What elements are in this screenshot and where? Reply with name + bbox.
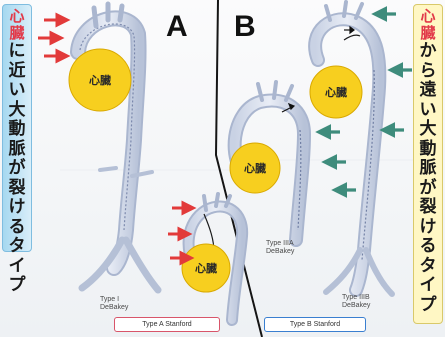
banner-right-char: 脈: [420, 159, 437, 179]
heart-label-a-small: 心臓: [195, 261, 217, 275]
banner-right-highlight-char: 臓: [420, 25, 435, 42]
aorta-type-iiib: [315, 2, 392, 294]
banner-right-char: い: [420, 101, 437, 121]
banner-right-char: ら: [420, 62, 437, 82]
banner-right-char: 裂: [420, 198, 437, 218]
banner-right-char: 遠: [420, 81, 437, 101]
caption-type-iiia-line1: Type IIIA: [266, 240, 294, 248]
caption-type-i-line1: Type I: [100, 296, 128, 304]
banner-left-char: タ: [9, 237, 26, 257]
banner-left-char: る: [9, 218, 26, 238]
banner-left-char: 動: [9, 120, 26, 140]
banner-left-highlight-char: 臓: [9, 25, 24, 42]
banner-right-char: 大: [420, 120, 437, 140]
caption-type-i: Type I DeBakey: [100, 296, 128, 312]
aorta-type-i: [78, 4, 158, 290]
stanford-label-a: Type A Stanford: [114, 317, 220, 332]
heart-label-b-iiib: 心臓: [325, 85, 347, 99]
banner-left-char: 大: [9, 101, 26, 121]
banner-right-char: タ: [420, 257, 437, 277]
heart-a-main: 心臓: [69, 49, 131, 111]
banner-right-char: る: [420, 237, 437, 257]
banner-right-char: か: [420, 42, 437, 62]
banner-left-char: イ: [9, 257, 26, 277]
banner-right-char: プ: [420, 296, 437, 316]
banner-left-highlight-char: 心: [9, 8, 24, 25]
banner-left-char: が: [9, 159, 26, 179]
banner-left-char: い: [9, 81, 26, 101]
caption-type-i-line2: DeBakey: [100, 304, 128, 312]
heart-b-iiib: 心臓: [310, 66, 362, 118]
banner-left-char: プ: [9, 276, 26, 296]
banner-left-char: 脈: [9, 140, 26, 160]
banner-right-highlight-char: 心: [420, 8, 435, 25]
banner-right-char: 動: [420, 140, 437, 160]
left-banner: 心 臓 に 近 い 大 動 脈 が 裂 け る タ イ プ: [2, 4, 32, 252]
caption-type-iiib: Type IIIB DeBakey: [342, 294, 370, 310]
stanford-label-b: Type B Stanford: [264, 317, 366, 332]
panel-label-a: A: [166, 10, 188, 44]
banner-right-char: が: [420, 179, 437, 199]
heart-b-iiia: 心臓: [230, 143, 280, 193]
banner-left-char: 近: [9, 62, 26, 82]
caption-type-iiib-line2: DeBakey: [342, 302, 370, 310]
panel-label-b: B: [234, 10, 256, 44]
caption-type-iiia: Type IIIA DeBakey: [266, 240, 294, 256]
banner-left-char: 裂: [9, 179, 26, 199]
caption-type-iiia-line2: DeBakey: [266, 248, 294, 256]
heart-a-small: 心臓: [182, 244, 230, 292]
banner-right-char: け: [420, 218, 437, 238]
heart-label-a-main: 心臓: [89, 73, 111, 87]
banner-left-char: に: [9, 42, 26, 62]
banner-left-char: け: [9, 198, 26, 218]
heart-label-b-iiia: 心臓: [244, 161, 266, 175]
caption-type-iiib-line1: Type IIIB: [342, 294, 370, 302]
banner-right-char: イ: [420, 276, 437, 296]
right-banner: 心 臓 か ら 遠 い 大 動 脈 が 裂 け る タ イ プ: [413, 4, 443, 324]
